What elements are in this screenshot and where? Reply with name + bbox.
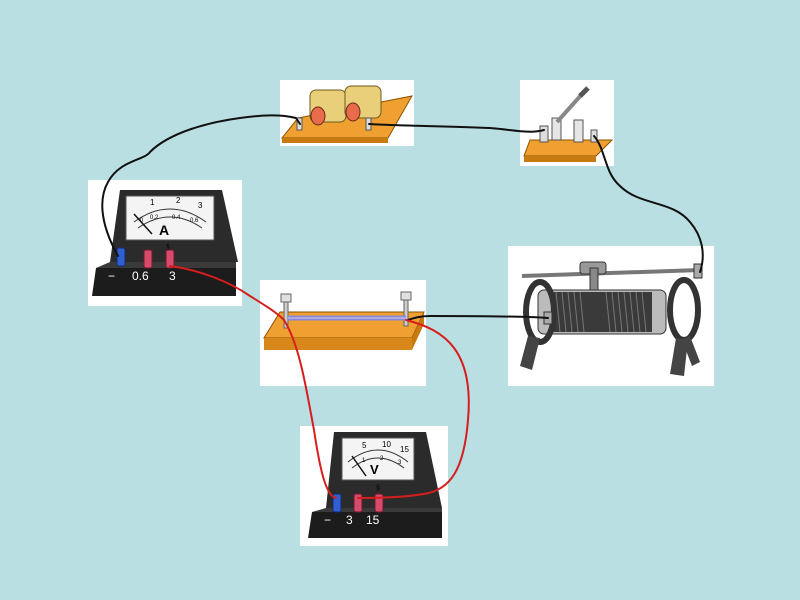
ammeter-tick-0: 0 [140, 218, 144, 224]
knife-switch[interactable] [523, 86, 614, 162]
ammeter-0.6-terminal[interactable] [143, 249, 153, 269]
resistance-wire-board[interactable] [263, 291, 425, 350]
wire-resistor-left-to-voltmeter [283, 319, 337, 499]
voltmeter-terminal-label-negative: − [324, 513, 331, 527]
ammeter-tick-2: 0.4 [172, 215, 181, 221]
rheostat[interactable] [520, 261, 703, 376]
wire-ammeter-to-resistor [169, 265, 285, 321]
voltmeter-tick-1: 1 [362, 458, 366, 464]
voltmeter-needle [351, 455, 367, 477]
ammeter-terminal-label-negative: − [108, 269, 115, 283]
ammeter-negative-terminal[interactable] [116, 247, 126, 267]
ammeter-upper-tick-1: 1 [150, 198, 155, 207]
voltmeter-3-terminal[interactable] [353, 493, 363, 513]
ammeter-terminal-label-0.6: 0.6 [132, 269, 149, 283]
wire-ammeter-to-battery [101, 114, 301, 257]
wire-switch-to-rheostat [593, 135, 704, 273]
ammeter[interactable]: 1 2 3 0 0.2 0.4 0.6 A § − 0.6 3 [92, 190, 238, 296]
ammeter-3-terminal[interactable] [165, 249, 175, 269]
ammeter-symbol: A [159, 222, 169, 238]
voltmeter-upper-tick-2: 10 [382, 440, 391, 449]
ammeter-upper-tick-2: 2 [176, 196, 181, 205]
ammeter-dollar-mark: § [166, 244, 170, 251]
ammeter-tick-3: 0.6 [190, 218, 199, 224]
wire-battery-to-switch [368, 123, 545, 133]
ammeter-tick-1: 0.2 [150, 215, 159, 221]
wire-rheostat-to-resistor [407, 315, 549, 321]
voltmeter-symbol: V [370, 462, 379, 477]
ammeter-needle [133, 213, 153, 235]
voltmeter[interactable]: 5 10 15 1 2 3 V § − 3 15 [308, 432, 442, 538]
ammeter-terminal-label-3: 3 [169, 269, 176, 283]
voltmeter-terminal-label-15: 15 [366, 513, 380, 527]
voltmeter-upper-tick-3: 15 [400, 445, 409, 454]
voltmeter-terminal-label-3: 3 [346, 513, 353, 527]
voltmeter-dollar-mark: § [376, 485, 380, 492]
ammeter-upper-tick-3: 3 [198, 201, 203, 210]
voltmeter-upper-tick-1: 5 [362, 441, 367, 450]
battery-holder[interactable] [280, 85, 413, 143]
voltmeter-tick-3: 3 [398, 460, 402, 466]
voltmeter-tick-2: 2 [380, 456, 384, 462]
wire-resistor-right-to-voltmeter [357, 319, 470, 499]
